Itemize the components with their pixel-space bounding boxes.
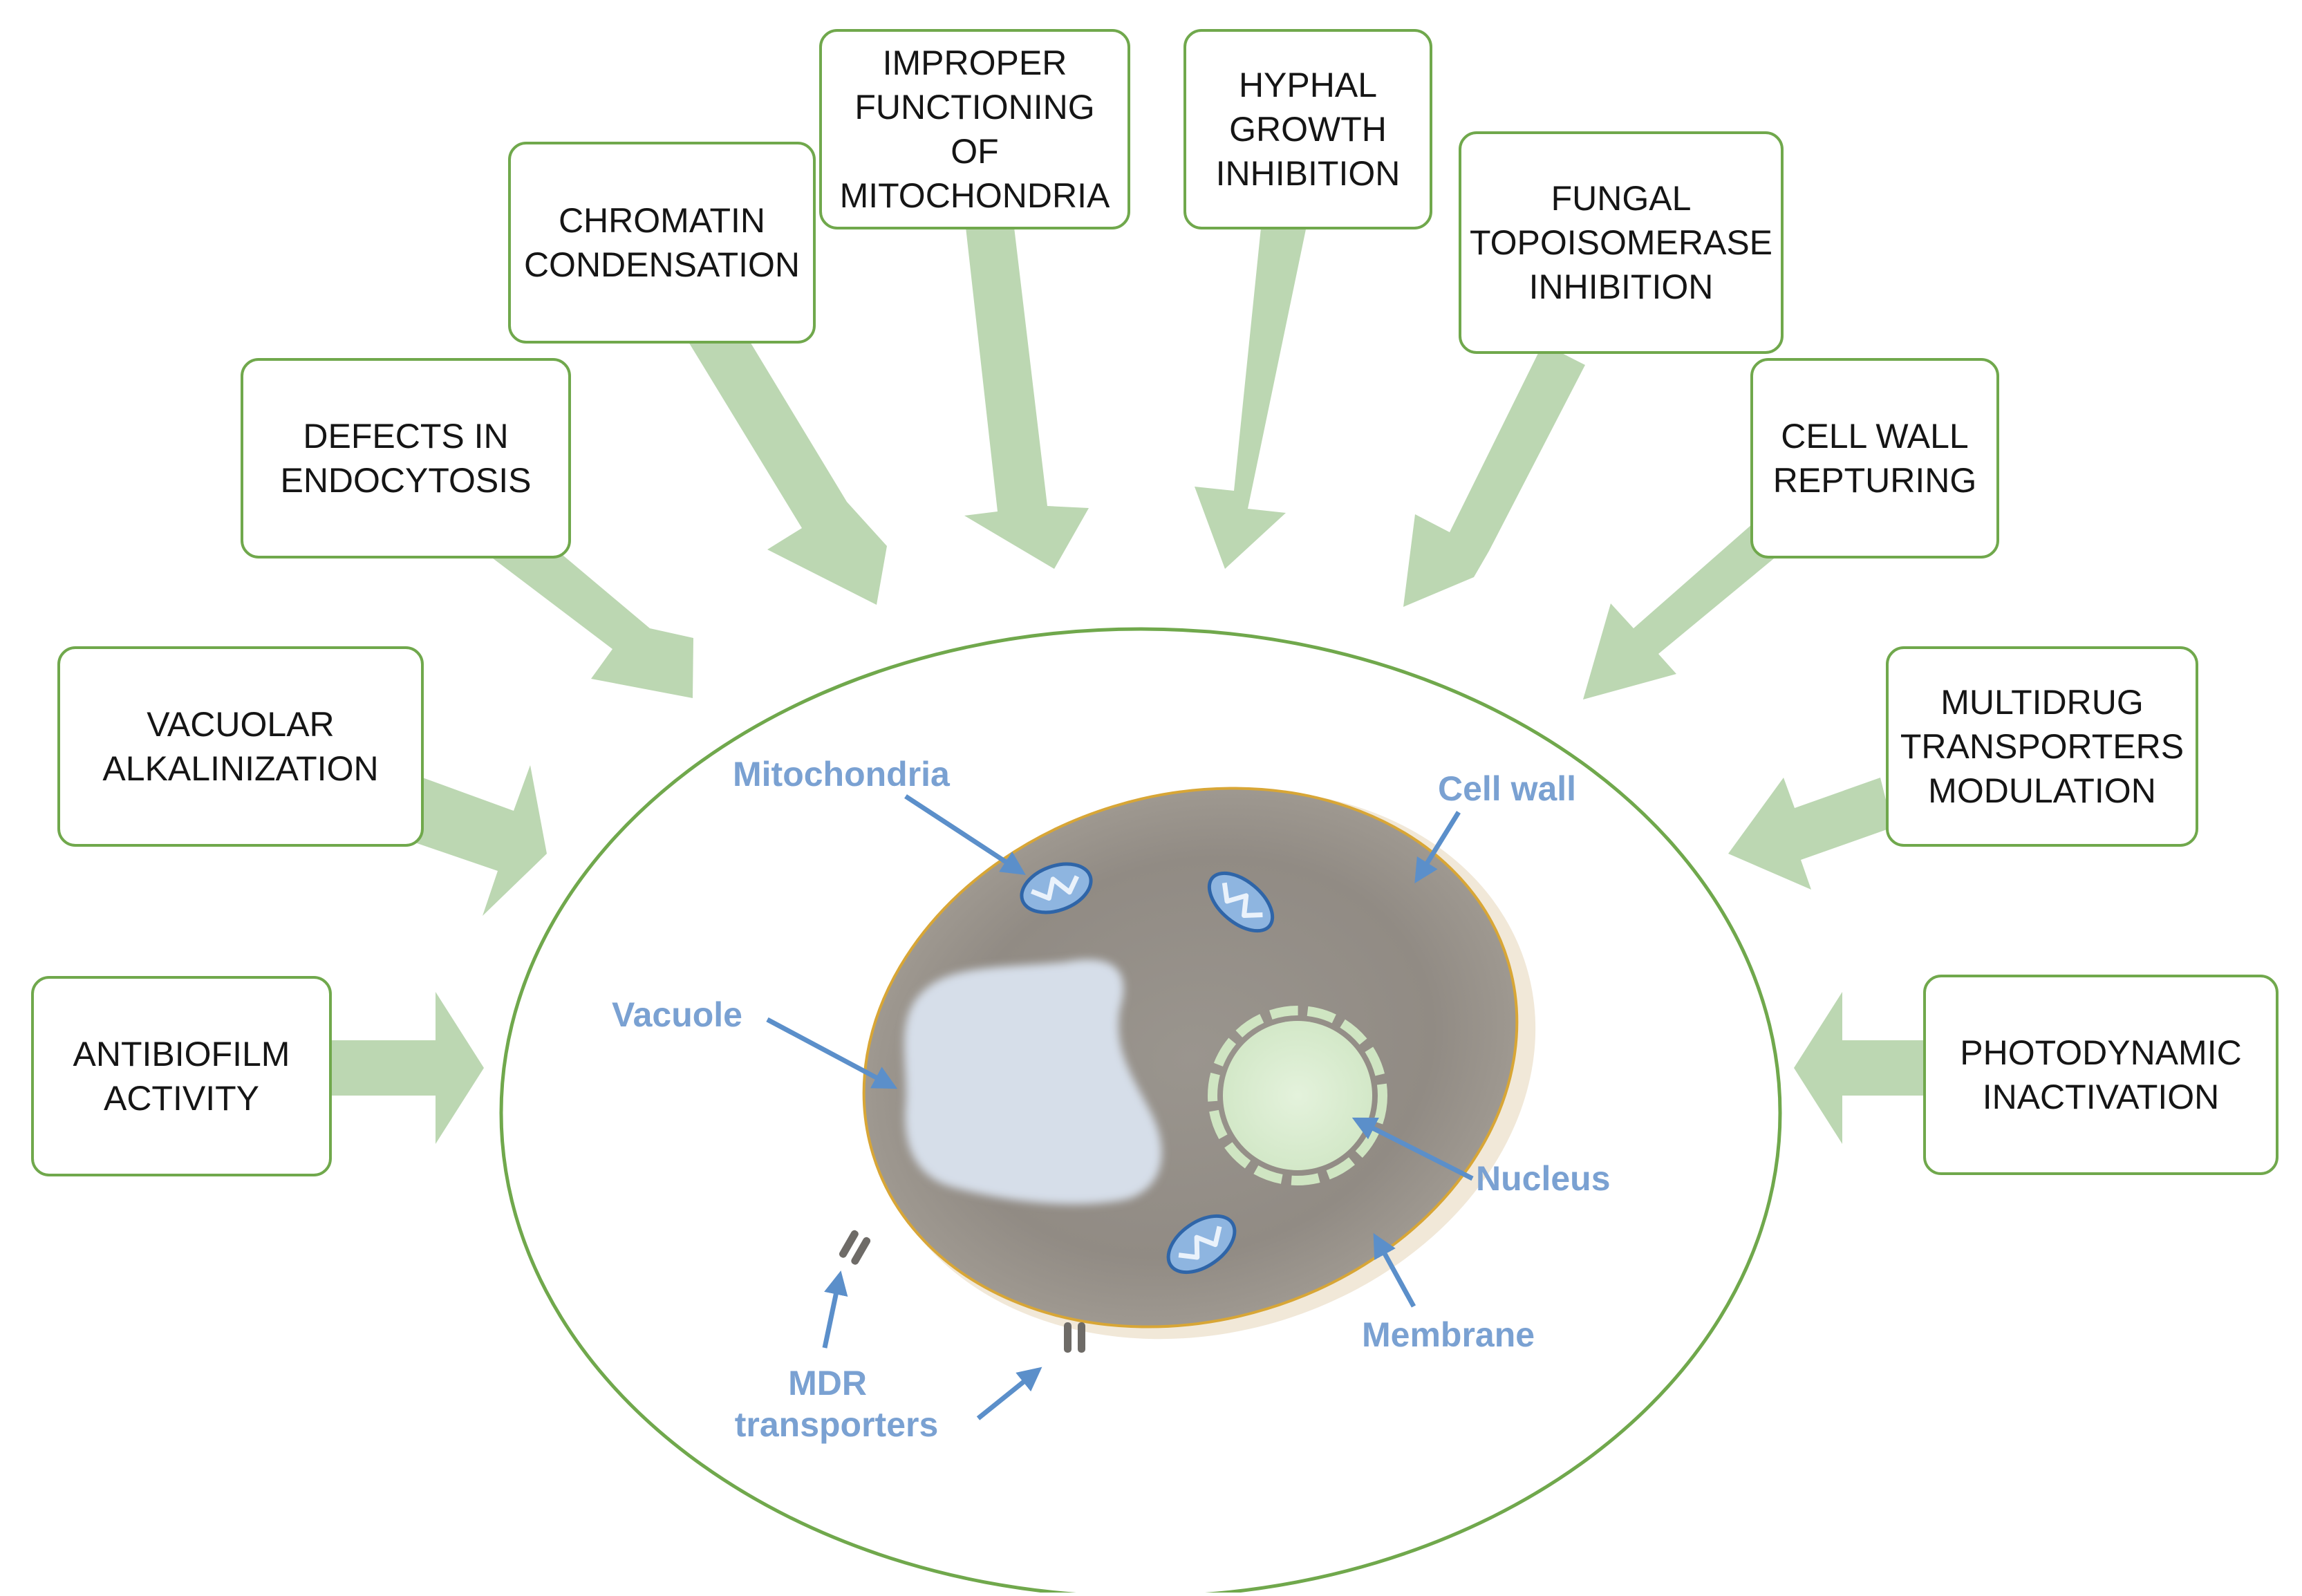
label-vacuole: Vacuole [612,995,742,1034]
box-photodynamic-inactivation-label: PHOTODYNAMIC INACTIVATION [1960,1033,2242,1116]
box-antibiofilm-activity: ANTIBIOFILM ACTIVITY [31,976,332,1176]
vacuole-shape [904,959,1162,1205]
nucleus-body [1223,1021,1372,1170]
pointer-mdr-2 [976,1367,1042,1420]
arrow-topoisomerase [1403,344,1585,607]
cell-outer-ellipse [499,627,1782,1596]
box-improper-functioning-of-mitochondria: IMPROPER FUNCTIONING OF MITOCHONDRIA [819,29,1130,229]
arrow-chromatin [684,308,887,605]
mdr-transporters [839,1230,1085,1353]
mitochondrion-3 [1166,1214,1237,1275]
box-antibiofilm-activity-label: ANTIBIOFILM ACTIVITY [73,1035,290,1118]
arrow-vacuolar [401,765,547,916]
label-nucleus: Nucleus [1476,1159,1611,1198]
pointer-vacuole [766,1017,898,1089]
label-mitochondria: Mitochondria [733,755,951,794]
box-vacuolar-alkalinization: VACUOLAR ALKALINIZATION [57,646,424,847]
nucleus-envelope [1208,1006,1387,1185]
pointer-cell-wall [1414,811,1461,883]
label-cell-wall: Cell wall [1438,769,1576,808]
box-improper-functioning-of-mitochondria-label: IMPROPER FUNCTIONING OF MITOCHONDRIA [839,44,1110,215]
arrow-mitochondria [964,216,1089,569]
box-multidrug-transporters-modulation: MULTIDRUG TRANSPORTERS MODULATION [1886,646,2198,847]
mitochondrion-2 [1207,871,1275,933]
nucleus [1208,1006,1387,1185]
box-photodynamic-inactivation: PHOTODYNAMIC INACTIVATION [1923,975,2278,1175]
arrow-photodynamic [1794,992,1925,1144]
box-cell-wall-repturing: CELL WALL REPTURING [1750,358,1999,558]
arrow-antibiofilm [325,992,484,1144]
mdr-transporter-1 [839,1230,871,1265]
arrow-multidrug [1728,778,1893,890]
pointer-nucleus [1351,1117,1474,1181]
cell-labels: Mitochondria Cell wall Vacuole Nucleus M… [612,755,1611,1444]
mitochondrion-1 [1020,862,1093,914]
arrow-cell-wall [1583,509,1797,700]
box-fungal-topoisomerase-inhibition: FUNGAL TOPOISOMERASE INHIBITION [1459,131,1784,354]
box-hyphal-growth-inhibition: HYPHAL GROWTH INHIBITION [1183,29,1432,229]
box-chromatin-condensation: CHROMATIN CONDENSATION [508,142,816,344]
box-chromatin-condensation-label: CHROMATIN CONDENSATION [523,201,801,284]
label-pointers [766,794,1474,1420]
arrow-endocytosis [484,526,693,698]
mdr-transporter-2 [1064,1322,1085,1353]
mechanism-arrows [325,216,1925,1144]
box-cell-wall-repturing-label: CELL WALL REPTURING [1772,417,1977,500]
box-vacuolar-alkalinization-label: VACUOLAR ALKALINIZATION [102,705,379,788]
label-membrane: Membrane [1362,1315,1535,1354]
mitochondria-group [1020,862,1275,1275]
pointer-mdr-1 [822,1270,848,1349]
box-defects-in-endocytosis-label: DEFECTS IN ENDOCYTOSIS [280,417,532,500]
cell-membrane-line [862,787,1519,1329]
pointer-mitochondria [904,794,1026,875]
box-defects-in-endocytosis: DEFECTS IN ENDOCYTOSIS [241,358,571,558]
label-mdr-line1: MDR [788,1364,867,1402]
box-fungal-topoisomerase-inhibition-label: FUNGAL TOPOISOMERASE INHIBITION [1469,179,1773,306]
pointer-membrane [1373,1232,1416,1308]
box-hyphal-growth-inhibition-label: HYPHAL GROWTH INHIBITION [1215,66,1401,193]
box-multidrug-transporters-modulation-label: MULTIDRUG TRANSPORTERS MODULATION [1900,683,2184,810]
arrow-hyphal [1195,221,1307,569]
label-mdr-line2: transporters [735,1405,939,1444]
